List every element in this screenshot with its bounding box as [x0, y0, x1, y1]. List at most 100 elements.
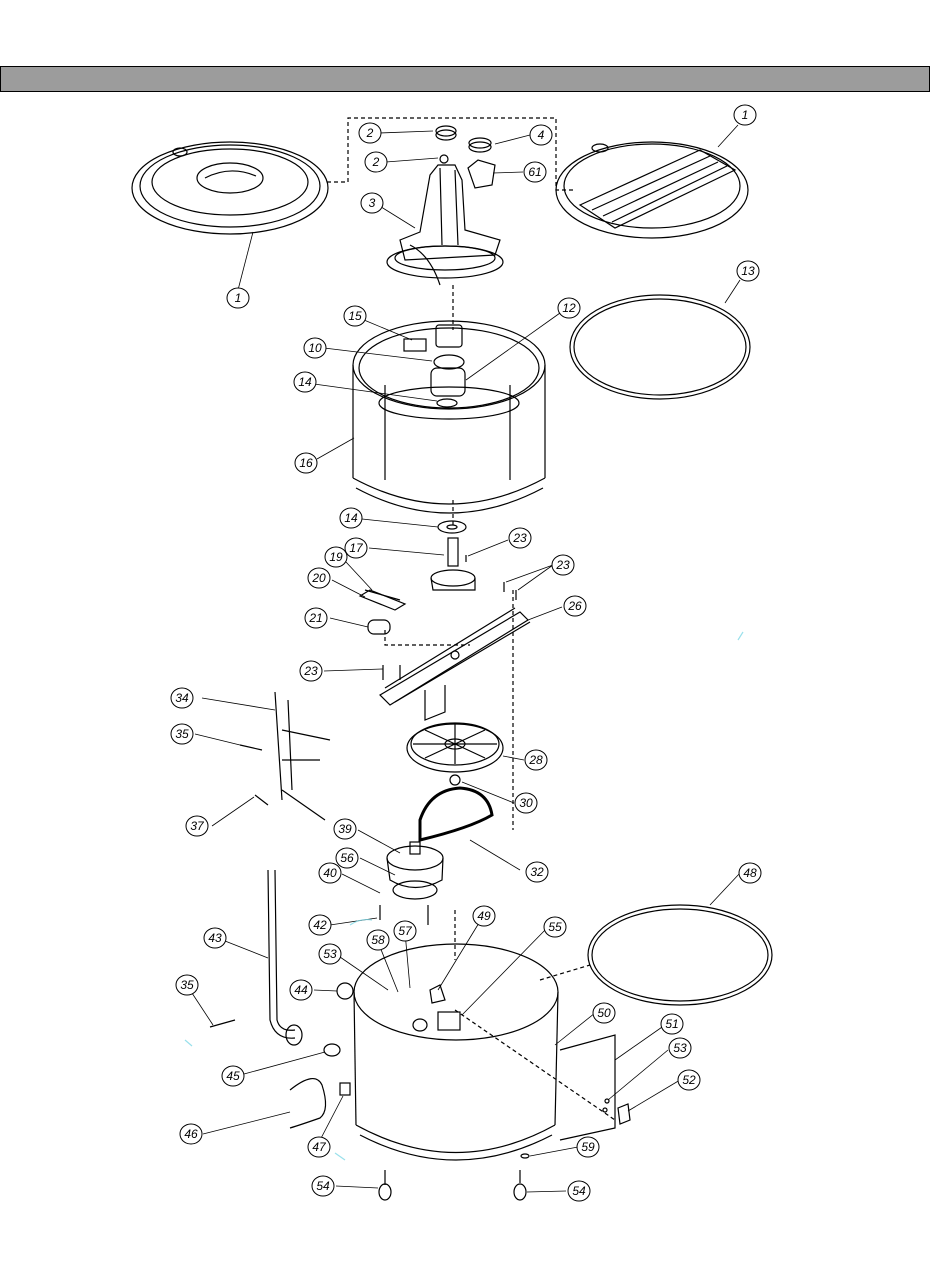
cabinet: [354, 944, 558, 1160]
callout-number: 12: [562, 301, 576, 315]
callout-number: 54: [572, 1184, 586, 1198]
callout-number: 42: [313, 918, 327, 932]
callout-number: 46: [184, 1127, 198, 1141]
callout-23: 23: [509, 528, 531, 548]
gasket-top: [570, 295, 750, 399]
callout-13: 13: [737, 261, 759, 281]
callout-40: 40: [319, 863, 341, 883]
drain-hose-and-cord: [210, 870, 353, 1128]
callout-14: 14: [294, 372, 316, 392]
callout-number: 35: [175, 727, 189, 741]
callout-number: 49: [477, 909, 491, 923]
callout-53: 53: [669, 1038, 691, 1058]
callout-number: 19: [329, 550, 343, 564]
callout-35: 35: [176, 975, 198, 995]
callout-4: 4: [530, 125, 552, 145]
callout-12: 12: [558, 298, 580, 318]
callout-59: 59: [577, 1137, 599, 1157]
callout-47: 47: [308, 1137, 330, 1157]
mounting-bracket: [380, 608, 530, 720]
side-panel: [560, 1035, 630, 1140]
callout-28: 28: [525, 750, 547, 770]
callout-number: 39: [338, 822, 352, 836]
callout-54: 54: [312, 1176, 334, 1196]
drive-belt: [420, 788, 492, 840]
callout-number: 53: [323, 947, 337, 961]
callout-number: 23: [303, 664, 318, 678]
callout-34: 34: [171, 688, 193, 708]
callout-20: 20: [308, 568, 330, 588]
callout-number: 51: [665, 1017, 678, 1031]
wiring-harness: [240, 692, 330, 820]
callout-number: 28: [528, 753, 543, 767]
callout-46: 46: [180, 1124, 202, 1144]
callout-number: 10: [308, 341, 322, 355]
callout-53: 53: [319, 944, 341, 964]
callout-21: 21: [305, 608, 327, 628]
callout-26: 26: [564, 596, 586, 616]
callout-48: 48: [739, 863, 761, 883]
callout-37: 37: [186, 816, 208, 836]
callout-number: 1: [742, 108, 749, 122]
callout-number: 1: [235, 291, 242, 305]
callout-23: 23: [552, 555, 574, 575]
callout-number: 43: [208, 931, 222, 945]
callout-10: 10: [304, 338, 326, 358]
callout-number: 56: [340, 851, 354, 865]
gasket-bottom: [588, 905, 772, 1005]
callout-number: 47: [312, 1140, 327, 1154]
lid-left: [132, 142, 328, 234]
motor: [380, 842, 443, 925]
callout-number: 3: [369, 196, 376, 210]
callout-number: 2: [372, 155, 380, 169]
capacitor-parts: [360, 590, 405, 634]
callout-52: 52: [678, 1070, 700, 1090]
callout-49: 49: [473, 906, 495, 926]
callout-number: 45: [226, 1069, 240, 1083]
callout-55: 55: [544, 917, 566, 937]
callout-number: 48: [743, 866, 757, 880]
callout-number: 21: [308, 611, 322, 625]
callout-number: 44: [294, 983, 308, 997]
callout-32: 32: [526, 862, 548, 882]
spin-basket: [353, 321, 545, 513]
casters: [379, 1154, 529, 1200]
callout-number: 17: [349, 541, 364, 555]
callout-number: 4: [538, 128, 545, 142]
callout-2: 2: [359, 123, 381, 143]
callout-number: 16: [299, 456, 313, 470]
callout-54: 54: [568, 1181, 590, 1201]
callout-number: 53: [673, 1041, 687, 1055]
callout-43: 43: [204, 928, 226, 948]
callout-number: 50: [597, 1006, 611, 1020]
callout-30: 30: [515, 793, 537, 813]
callout-16: 16: [295, 453, 317, 473]
callout-51: 51: [661, 1014, 683, 1034]
cap-parts: [436, 126, 495, 188]
callout-number: 14: [298, 375, 312, 389]
callout-number: 59: [581, 1140, 595, 1154]
callout-number: 57: [398, 924, 413, 938]
callout-44: 44: [290, 980, 312, 1000]
callout-45: 45: [222, 1066, 244, 1086]
callout-number: 26: [567, 599, 582, 613]
callout-number: 37: [190, 819, 205, 833]
callout-number: 15: [348, 309, 362, 323]
callout-number: 40: [323, 866, 337, 880]
callout-number: 58: [371, 933, 385, 947]
callout-number: 55: [548, 920, 562, 934]
callout-number: 61: [528, 165, 541, 179]
callout-57: 57: [394, 921, 416, 941]
callout-61: 61: [524, 162, 546, 182]
callout-number: 13: [741, 264, 755, 278]
callout-42: 42: [309, 915, 331, 935]
callout-number: 23: [512, 531, 527, 545]
callout-number: 20: [311, 571, 326, 585]
callout-number: 52: [682, 1073, 696, 1087]
callout-number: 34: [175, 691, 189, 705]
callout-23: 23: [300, 661, 322, 681]
callout-15: 15: [344, 306, 366, 326]
callout-number: 35: [180, 978, 194, 992]
callout-2: 2: [365, 152, 387, 172]
